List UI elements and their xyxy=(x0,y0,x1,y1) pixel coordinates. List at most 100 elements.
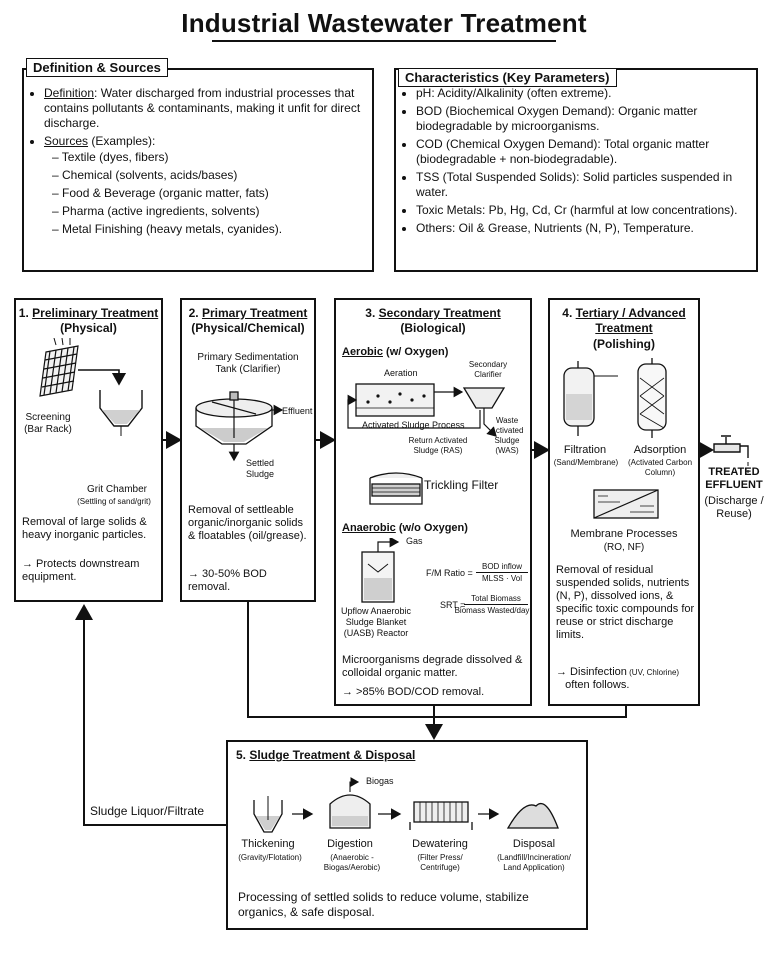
arrow-liquor-return xyxy=(75,604,226,826)
definition-sources-panel: Definition: Water discharged from indust… xyxy=(22,68,374,272)
secondary-clarifier-label: Secondary Clarifier xyxy=(468,360,508,379)
fm-ratio-label: F/M Ratio = xyxy=(426,568,473,578)
srt-label: SRT = xyxy=(440,600,466,610)
tertiary-note: → Disinfection (UV, Chlorine) often foll… xyxy=(556,666,680,691)
uasb-reactor-icon xyxy=(361,538,400,603)
biogas-label: Biogas xyxy=(366,776,394,786)
uasb-label: Upflow Anaerobic Sludge Blanket (UASB) R… xyxy=(340,606,412,638)
sludge-step-sub: (Gravity/Flotation) xyxy=(238,853,302,862)
characteristics-tab: Characteristics (Key Parameters) xyxy=(398,68,617,87)
fm-denominator: MLSS · Vol xyxy=(481,574,522,583)
sludge-step-label: Thickening xyxy=(241,838,295,850)
sludge-collector-line xyxy=(247,600,434,718)
sludge-line-tertiary xyxy=(434,706,627,718)
secondary-title: 3. Secondary Treatment xyxy=(365,306,501,320)
primary-desc: Removal of settleable organic/inorganic … xyxy=(188,504,307,542)
source-item: Food & Beverage (organic matter, fats) xyxy=(62,186,368,201)
characteristic-item: Toxic Metals: Pb, Hg, Cd, Cr (harmful at… xyxy=(416,203,754,218)
thickening-icon xyxy=(253,796,283,833)
trickling-filter-icon xyxy=(369,472,423,505)
source-item: Chemical (solvents, acids/bases) xyxy=(62,168,368,183)
characteristic-item: TSS (Total Suspended Solids): Solid part… xyxy=(416,170,754,200)
sources-label: Sources xyxy=(44,134,89,148)
asp-label: Activated Sludge Process xyxy=(362,420,465,430)
sludge-step-label: Dewatering xyxy=(412,838,468,850)
digestion-icon xyxy=(329,777,371,829)
preliminary-treatment-panel: 1. Preliminary Treatment (Physical) Scre… xyxy=(14,298,163,602)
sludge-step-sub: (Filter Press/ Centrifuge) xyxy=(417,853,463,872)
preliminary-title: 1. Preliminary Treatment xyxy=(18,306,159,320)
secondary-note: → >85% BOD/COD removal. xyxy=(342,686,485,698)
preliminary-desc: Removal of large solids & heavy inorgani… xyxy=(22,516,147,541)
grit-chamber-label: Grit Chamber xyxy=(86,484,147,495)
sludge-treatment-panel: 5. Sludge Treatment & Disposal xyxy=(226,740,588,930)
primary-subtitle: (Physical/Chemical) xyxy=(191,321,305,335)
filtration-adsorption-icon xyxy=(563,358,667,438)
screening-label: Screening (Bar Rack) xyxy=(24,412,72,435)
preliminary-note: → Protects downstream equipment. xyxy=(22,558,140,583)
characteristic-item: pH: Acidity/Alkalinity (often extreme). xyxy=(416,86,754,101)
membrane-icon xyxy=(593,489,659,519)
primary-treatment-panel: 2. Primary Treatment (Physical/Chemical)… xyxy=(180,298,316,602)
sources-suffix: (Examples): xyxy=(88,134,156,148)
source-item: Textile (dyes, fibers) xyxy=(62,150,368,165)
aeration-label: Aeration xyxy=(384,368,418,378)
page-title: Industrial Wastewater Treatment xyxy=(181,8,587,38)
preliminary-subtitle: (Physical) xyxy=(60,321,117,335)
screening-bar-rack-icon xyxy=(39,338,143,436)
membrane-sub: (RO, NF) xyxy=(603,542,645,553)
effluent-label: Effluent xyxy=(282,406,313,416)
trickling-filter-label: Trickling Filter xyxy=(424,478,499,492)
sludge-step-sub: (Anaerobic - Biogas/Aerobic) xyxy=(323,853,381,872)
secondary-treatment-panel: 3. Secondary Treatment (Biological) Aero… xyxy=(334,298,532,706)
aerobic-heading: Aerobic (w/ Oxygen) xyxy=(342,346,449,358)
secondary-subtitle: (Biological) xyxy=(400,321,466,335)
source-item: Metal Finishing (heavy metals, cyanides)… xyxy=(62,222,368,237)
sludge-title: 5. Sludge Treatment & Disposal xyxy=(236,748,416,762)
activated-sludge-icon xyxy=(347,383,506,437)
sludge-process-icons xyxy=(253,777,559,833)
secondary-desc: Microorganisms degrade dissolved & collo… xyxy=(342,654,523,679)
ras-label: Return Activated Sludge (RAS) xyxy=(408,436,468,455)
dewatering-icon xyxy=(409,801,473,830)
definition-sources-tab: Definition & Sources xyxy=(26,58,168,77)
sources-item: Sources (Examples): Textile (dyes, fiber… xyxy=(44,134,368,237)
characteristic-item: BOD (Biochemical Oxygen Demand): Organic… xyxy=(416,104,754,134)
sludge-step-sub: (Landfill/Incineration/ Land Application… xyxy=(497,853,571,872)
tertiary-subtitle: (Polishing) xyxy=(593,337,655,351)
sludge-liquor-label: Sludge Liquor/Filtrate xyxy=(90,804,205,819)
definition-item: Definition: Water discharged from indust… xyxy=(44,86,368,131)
srt-numerator: Total Biomass xyxy=(464,594,528,605)
tertiary-desc: Removal of residual suspended solids, nu… xyxy=(556,564,695,641)
treated-effluent-sub: (Discharge / Reuse) xyxy=(704,495,764,520)
adsorption-label: Adsorption xyxy=(633,444,687,456)
adsorption-sub: (Activated Carbon Column) xyxy=(627,458,693,477)
disposal-icon xyxy=(506,802,559,829)
settled-sludge-label: Settled Sludge xyxy=(246,458,275,479)
tertiary-title: 4. Tertiary / Advanced Treatment xyxy=(562,306,686,335)
srt-denominator: Biomass Wasted/day xyxy=(454,606,530,615)
primary-title: 2. Primary Treatment xyxy=(188,306,308,320)
filtration-sub: (Sand/Membrane) xyxy=(553,458,619,467)
fm-numerator: BOD inflow xyxy=(476,562,528,573)
membrane-label: Membrane Processes xyxy=(570,528,678,540)
primary-tank-label: Primary Sedimentation Tank (Clarifier) xyxy=(197,352,299,375)
treated-effluent-label: TREATED EFFLUENT xyxy=(705,466,763,491)
filtration-label: Filtration xyxy=(563,444,607,456)
was-label: Waste Activated Sludge (WAS) xyxy=(490,416,524,455)
clarifier-icon xyxy=(195,391,284,462)
anaerobic-heading: Anaerobic (w/o Oxygen) xyxy=(342,522,468,534)
characteristic-item: COD (Chemical Oxygen Demand): Total orga… xyxy=(416,137,754,167)
definition-text: : Water discharged from industrial proce… xyxy=(44,86,361,130)
gas-label: Gas xyxy=(406,536,423,546)
source-item: Pharma (active ingredients, solvents) xyxy=(62,204,368,219)
characteristics-panel: pH: Acidity/Alkalinity (often extreme). … xyxy=(394,68,758,272)
characteristic-item: Others: Oil & Grease, Nutrients (N, P), … xyxy=(416,221,754,236)
title-underline xyxy=(212,40,556,42)
definition-label: Definition xyxy=(44,86,95,100)
grit-chamber-icon xyxy=(99,390,143,436)
sludge-step-label: Digestion xyxy=(327,838,373,850)
grit-chamber-sub: (Settling of sand/grit) xyxy=(77,497,151,506)
